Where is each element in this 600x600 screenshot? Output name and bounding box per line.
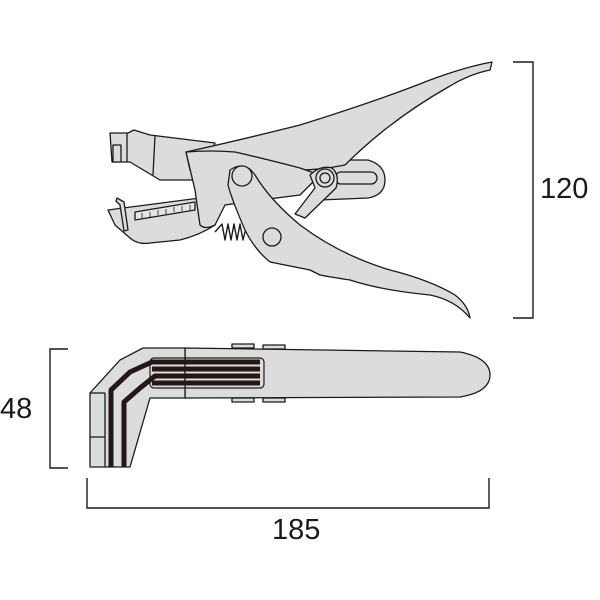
lower-pivot [262,227,282,247]
spring-icon [214,223,247,241]
top-handle [184,347,491,399]
clip-bot-2 [262,397,286,403]
dimension-length-line [86,478,490,509]
lower-handle [227,165,471,319]
side-view-tool [107,61,493,319]
dimension-width-label: 48 [0,393,33,425]
dimension-length-label: 185 [272,514,321,546]
clip-top-1 [231,343,255,349]
band-cap [149,357,265,389]
dimension-width-line [49,348,68,469]
slot-icon [334,171,378,185]
stop-gauge [115,197,129,232]
dimension-height-line [513,61,534,319]
top-view-tool [89,343,491,468]
jaw-clip [112,144,122,163]
insulation-bands [108,359,260,467]
clip-top-2 [262,344,286,350]
clip-bot-1 [231,397,255,403]
dimension-height-label: 120 [540,173,589,205]
main-pivot [231,165,253,187]
link-pivot-pin [319,172,331,184]
